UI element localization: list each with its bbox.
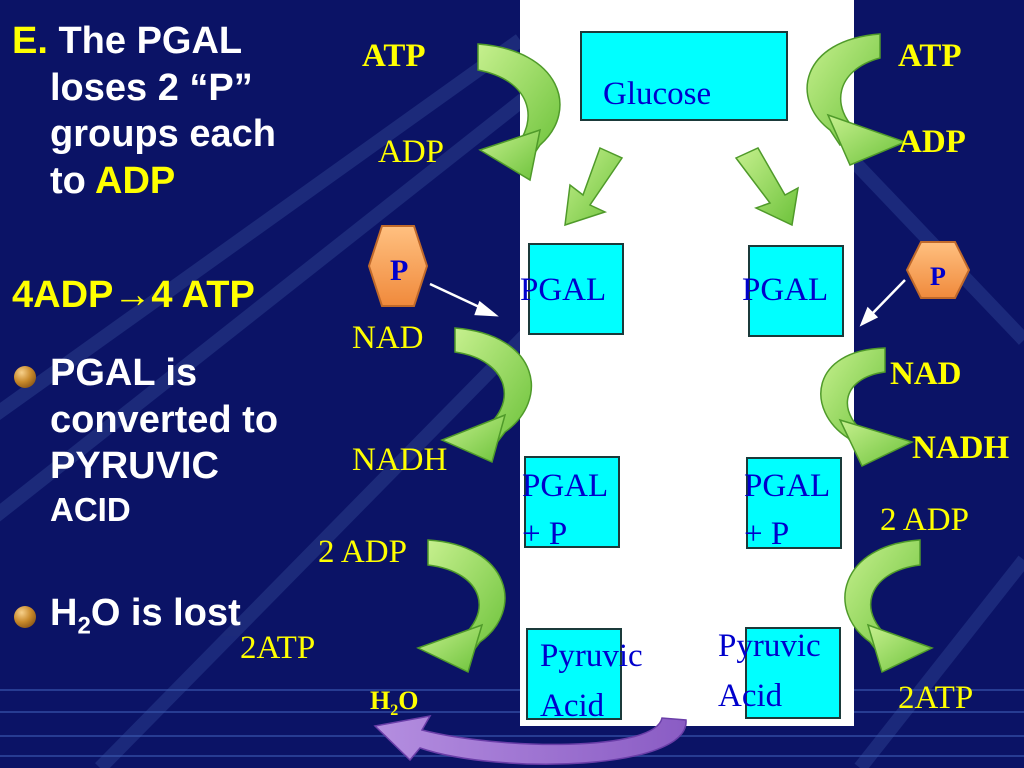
pyruvic-label-right-1: Pyruvic <box>718 628 821 664</box>
bullet-2: H2O is lost <box>50 590 241 641</box>
heading-line-1: E. The PGAL <box>12 18 362 65</box>
heading-line-2: loses 2 “P” <box>50 66 253 109</box>
bullet-icon <box>14 606 36 628</box>
nadh-left-label: NADH <box>352 442 448 478</box>
water-label: H2O <box>370 686 418 720</box>
pyruvic-label-left-1: Pyruvic <box>540 638 643 674</box>
water-o: O <box>398 686 419 715</box>
arrow-down-right-icon <box>734 147 799 227</box>
pyruvic-box-right <box>745 627 841 719</box>
atp-top-left-label: ATP <box>362 38 426 74</box>
phosphate-hexagon-left <box>367 225 429 307</box>
pgalp-label-left-1: PGAL <box>522 468 609 504</box>
pgal-box-left <box>528 243 624 335</box>
bullet-icon <box>14 366 36 388</box>
pgalp-label-left-2: + P <box>522 516 568 552</box>
diagram-panel <box>520 0 854 726</box>
heading-letter: E. <box>12 20 48 62</box>
nad-left-label: NAD <box>352 320 424 356</box>
pgalp-box-right <box>746 457 842 549</box>
arrow-head-icon <box>478 128 541 182</box>
arrow-head-icon <box>416 623 484 674</box>
heading-line-4: to ADP <box>12 158 362 205</box>
arrow-head-icon <box>826 113 908 166</box>
equation: 4ADP→4 ATP <box>12 272 255 319</box>
water-h: H <box>370 686 391 715</box>
water-subscript: 2 <box>390 702 399 720</box>
pgalp-label-right-1: PGAL <box>744 468 831 504</box>
arrow-head-icon <box>866 623 934 674</box>
arrow-down-left-icon <box>564 146 624 227</box>
pgalp-label-right-2: + P <box>744 516 790 552</box>
heading-line-3: groups each <box>50 113 276 156</box>
two-adp-left-label: 2 ADP <box>318 534 407 570</box>
arrow-head-icon <box>838 418 915 468</box>
curved-arrow-icon <box>806 33 881 147</box>
equation-arrow-icon: → <box>113 274 152 316</box>
equation-right: 4 ATP <box>151 274 255 316</box>
two-atp-left-label: 2ATP <box>240 630 316 666</box>
bullet-1-line-2: converted to <box>50 398 279 441</box>
glucose-label: Glucose <box>603 76 712 112</box>
heading-text-1: The PGAL <box>58 20 243 62</box>
pgal-label-left: PGAL <box>520 272 607 308</box>
heading-text-4: to <box>50 160 86 203</box>
equation-left: 4ADP <box>12 274 114 316</box>
p-label-left: P <box>390 254 409 287</box>
bullet-1-line-3: PYRUVIC <box>50 445 219 488</box>
arrow-head-icon <box>859 306 879 327</box>
phosphate-hexagon-right <box>905 241 971 299</box>
two-atp-right-label: 2ATP <box>898 680 974 716</box>
bullet-1: PGAL is converted to PYRUVIC ACID <box>50 350 370 531</box>
adp-top-left-label: ADP <box>378 134 445 170</box>
nad-right-label: NAD <box>890 356 962 392</box>
curved-arrow-icon <box>454 327 533 447</box>
p-label-right: P <box>930 262 946 291</box>
arrow-head-icon <box>440 413 507 464</box>
water-curved-arrow-icon <box>373 714 687 765</box>
two-adp-right-label: 2 ADP <box>880 502 969 538</box>
pyruvic-label-right-2: Acid <box>718 678 783 714</box>
pgalp-box-left <box>524 456 620 548</box>
nadh-right-label: NADH <box>912 430 1010 466</box>
bullet-1-line-1: PGAL is <box>50 352 198 394</box>
bullet-1-line-4: ACID <box>50 491 131 529</box>
heading-adp: ADP <box>95 160 176 203</box>
bullet-2-subscript: 2 <box>77 612 91 640</box>
arrow-head-icon <box>474 300 499 317</box>
pyruvic-label-left-2: Acid <box>540 688 605 724</box>
pyruvic-box-left <box>526 628 622 720</box>
atp-top-right-label: ATP <box>898 38 962 74</box>
heading-block: E. The PGAL loses 2 “P” groups each to A… <box>12 18 362 205</box>
pgal-label-right: PGAL <box>742 272 829 308</box>
adp-top-right-label: ADP <box>898 124 966 160</box>
bullet-2-h: H <box>50 592 78 634</box>
bullet-2-rest: O is lost <box>90 592 241 634</box>
glucose-box <box>580 31 788 121</box>
pgal-box-right <box>748 245 844 337</box>
